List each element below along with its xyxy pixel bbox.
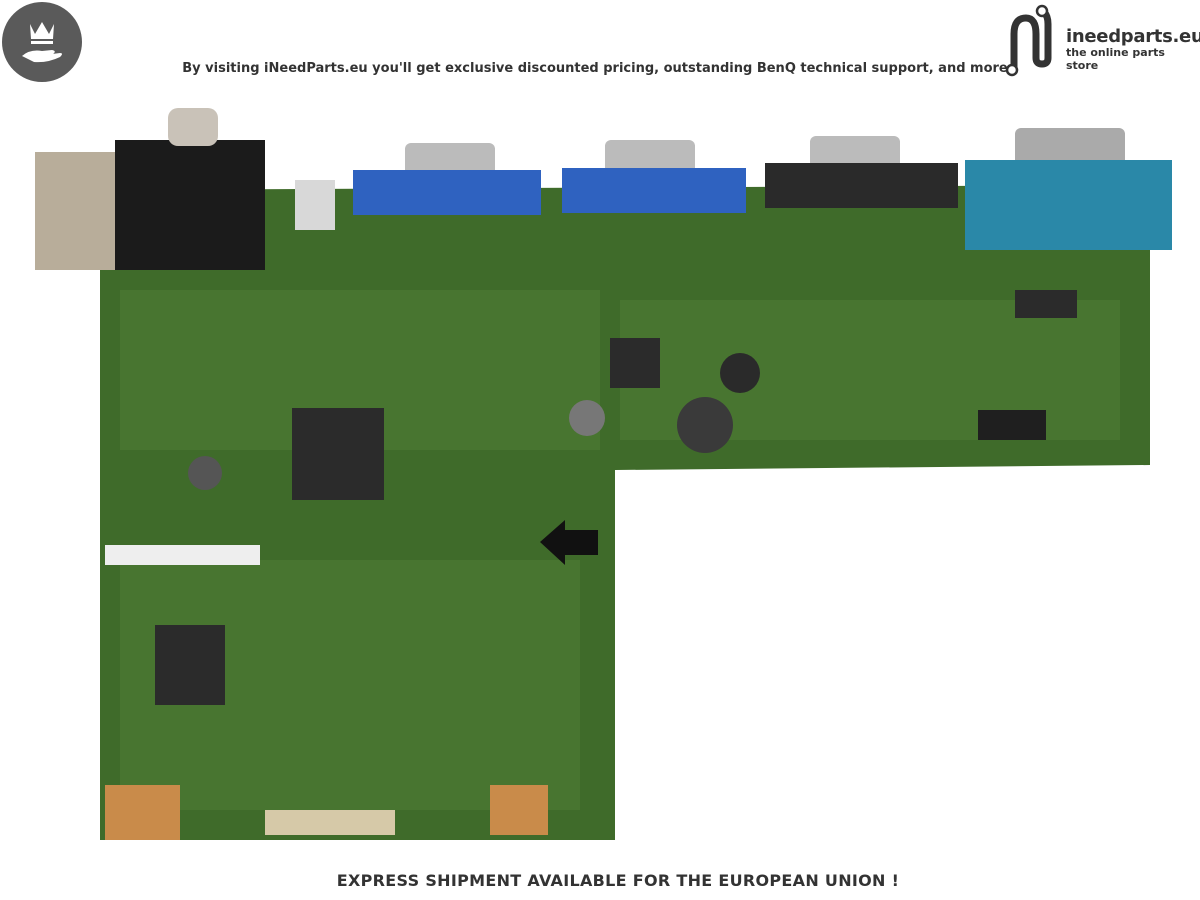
logo-mark-icon: [1005, 4, 1052, 77]
logo-name: ineedparts.eu: [1066, 26, 1200, 47]
product-photo: [35, 108, 1172, 840]
crown-on-hand-icon: [2, 2, 82, 82]
logo-subtitle: the online parts store: [1066, 46, 1165, 72]
promo-tagline: By visiting iNeedParts.eu you'll get exc…: [182, 61, 1008, 76]
shipping-banner: EXPRESS SHIPMENT AVAILABLE FOR THE EUROP…: [336, 871, 900, 890]
brand-logo[interactable]: ineedparts.eu the online parts store: [1000, 2, 1200, 78]
